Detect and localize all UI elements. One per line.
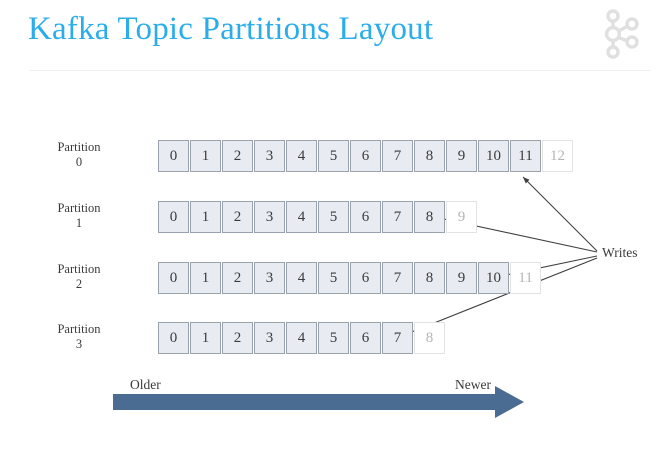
offset-cell: 10: [478, 262, 509, 294]
offset-cell: 9: [446, 140, 477, 172]
offset-cell: 2: [222, 322, 253, 354]
offset-cell: 1: [190, 322, 221, 354]
offset-cell: 3: [254, 262, 285, 294]
next-offset-cell: 9: [446, 201, 477, 233]
partition-cells: 0 1 2 3 4 5 6 7 8 9: [158, 201, 478, 233]
partition-label: Partition 3: [57, 322, 101, 351]
partition-cells: 0 1 2 3 4 5 6 7 8 9 10 11: [158, 262, 542, 294]
partition-cells: 0 1 2 3 4 5 6 7 8: [158, 322, 446, 354]
offset-cell: 7: [382, 140, 413, 172]
offset-cell: 9: [446, 262, 477, 294]
offset-cell: 0: [158, 262, 189, 294]
offset-cell: 1: [190, 201, 221, 233]
writes-label: Writes: [602, 245, 638, 260]
offset-cell: 11: [510, 140, 541, 172]
offset-cell: 4: [286, 262, 317, 294]
partition-label: Partition 0: [57, 140, 101, 169]
write-arrow-p0: [522, 176, 598, 252]
offset-cell: 7: [382, 322, 413, 354]
offset-cell: 7: [382, 201, 413, 233]
offset-cell: 6: [350, 140, 381, 172]
offset-cell: 8: [414, 140, 445, 172]
offset-cell: 5: [318, 262, 349, 294]
newer-label: Newer: [455, 377, 491, 392]
offset-cell: 3: [254, 140, 285, 172]
offset-cell: 5: [318, 201, 349, 233]
offset-cell: 3: [254, 201, 285, 233]
kafka-logo-icon: [604, 9, 639, 59]
partition-cells: 0 1 2 3 4 5 6 7 8 9 10 11 12: [158, 140, 574, 172]
offset-cell: 4: [286, 201, 317, 233]
offset-cell: 3: [254, 322, 285, 354]
offset-cell: 4: [286, 140, 317, 172]
offset-cell: 6: [350, 322, 381, 354]
older-label: Older: [130, 377, 161, 392]
offset-cell: 10: [478, 140, 509, 172]
offset-cell: 7: [382, 262, 413, 294]
offset-cell: 5: [318, 322, 349, 354]
next-offset-cell: 11: [510, 262, 541, 294]
offset-cell: 8: [414, 262, 445, 294]
next-offset-cell: 12: [542, 140, 573, 172]
offset-cell: 0: [158, 201, 189, 233]
offset-cell: 6: [350, 262, 381, 294]
partition-label: Partition 2: [57, 262, 101, 291]
offset-cell: 4: [286, 322, 317, 354]
offset-cell: 6: [350, 201, 381, 233]
offset-cell: 1: [190, 140, 221, 172]
offset-cell: 5: [318, 140, 349, 172]
offset-cell: 2: [222, 140, 253, 172]
offset-cell: 0: [158, 322, 189, 354]
offset-cell: 0: [158, 140, 189, 172]
page-title: Kafka Topic Partitions Layout: [28, 11, 434, 47]
offset-cell: 1: [190, 262, 221, 294]
next-offset-cell: 8: [414, 322, 445, 354]
offset-cell: 2: [222, 262, 253, 294]
offset-cell: 8: [414, 201, 445, 233]
partition-label: Partition 1: [57, 201, 101, 230]
title-divider: [30, 70, 650, 71]
offset-cell: 2: [222, 201, 253, 233]
